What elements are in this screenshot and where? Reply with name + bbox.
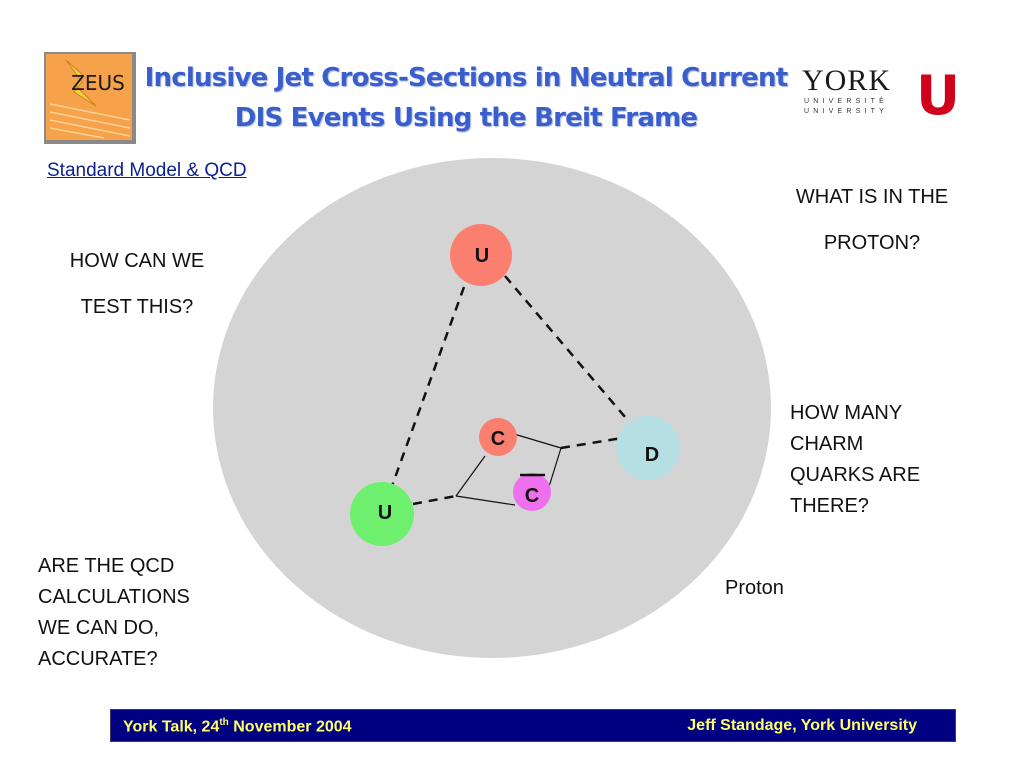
- page-title: Inclusive Jet Cross-Sections in Neutral …: [140, 58, 792, 138]
- question-qcd-line-1: ARE THE QCD: [38, 555, 175, 577]
- quark-u-top-label: U: [475, 245, 489, 267]
- quark-c-bar-label: C: [525, 485, 539, 507]
- quark-c: [479, 418, 517, 456]
- footer-bar: York Talk, 24th November 2004 Jeff Stand…: [110, 709, 956, 742]
- quark-d: [616, 416, 680, 480]
- question-charm-line-1: HOW MANY: [790, 402, 903, 424]
- quark-u-bottom-label: U: [378, 502, 392, 524]
- gluon-line-u-bottom-vertex: [412, 494, 457, 506]
- proton-label: Proton: [725, 577, 784, 599]
- question-how-to-test: HOW CAN WE TEST THIS?: [52, 238, 222, 330]
- section-link-standard-model[interactable]: Standard Model & QCD: [47, 160, 247, 181]
- zeus-logo: ZEUS: [44, 52, 136, 144]
- footer-author: Jeff Standage, York University: [687, 717, 917, 734]
- york-logo-text: YORK: [802, 64, 891, 97]
- question-qcd-line-2: CALCULATIONS: [38, 586, 190, 608]
- question-proton-line-1: WHAT IS IN THE: [795, 186, 949, 208]
- footer-left-suffix: November 2004: [228, 718, 352, 736]
- question-qcd-line-4: ACCURATE?: [38, 648, 158, 670]
- charm-loop-line-1: [455, 455, 486, 497]
- footer-left-prefix: York Talk, 24: [123, 718, 220, 736]
- question-qcd-accuracy: ARE THE QCD CALCULATIONS WE CAN DO, ACCU…: [38, 551, 190, 675]
- proton-circle: [213, 158, 771, 658]
- zeus-logo-text: ZEUS: [71, 71, 125, 95]
- footer-talk-date: York Talk, 24th November 2004: [123, 717, 352, 736]
- charm-loop-line-4: [547, 447, 562, 491]
- york-logo-subtext-2: UNIVERSITY: [804, 108, 888, 115]
- charm-loop-line-2: [455, 495, 516, 506]
- gluon-line-u-top-d: [504, 275, 632, 425]
- question-charm-line-2: CHARM: [790, 433, 864, 455]
- quark-u-bottom: [350, 482, 414, 546]
- quark-d-label: D: [645, 444, 659, 466]
- question-test-line-1: HOW CAN WE: [69, 250, 205, 272]
- question-qcd-line-3: WE CAN DO,: [38, 617, 160, 639]
- question-test-line-2: TEST THIS?: [80, 296, 194, 318]
- york-logo-subtext-1: UNIVERSITÉ: [804, 96, 888, 105]
- quark-u-top: [450, 224, 512, 286]
- quark-c-bar: [513, 473, 551, 511]
- york-logo-mark: U: [916, 64, 960, 122]
- footer-left-sup: th: [219, 717, 229, 728]
- york-university-logo: YORK UNIVERSITÉ UNIVERSITY U: [802, 64, 961, 122]
- question-proton-line-2: PROTON?: [823, 232, 921, 254]
- gluon-line-vertex-d: [560, 436, 623, 450]
- question-charm-quarks: HOW MANY CHARM QUARKS ARE THERE?: [790, 398, 920, 522]
- question-charm-line-4: THERE?: [790, 495, 869, 517]
- question-charm-line-3: QUARKS ARE: [790, 464, 921, 486]
- quark-c-label: C: [491, 428, 505, 450]
- question-whats-in-proton: WHAT IS IN THE PROTON?: [774, 174, 970, 266]
- title-line-1: Inclusive Jet Cross-Sections in Neutral …: [144, 63, 789, 93]
- title-line-2: DIS Events Using the Breit Frame: [234, 103, 698, 133]
- gluon-line-u-top-u-bottom: [390, 286, 466, 487]
- charm-loop-line-3: [513, 433, 562, 449]
